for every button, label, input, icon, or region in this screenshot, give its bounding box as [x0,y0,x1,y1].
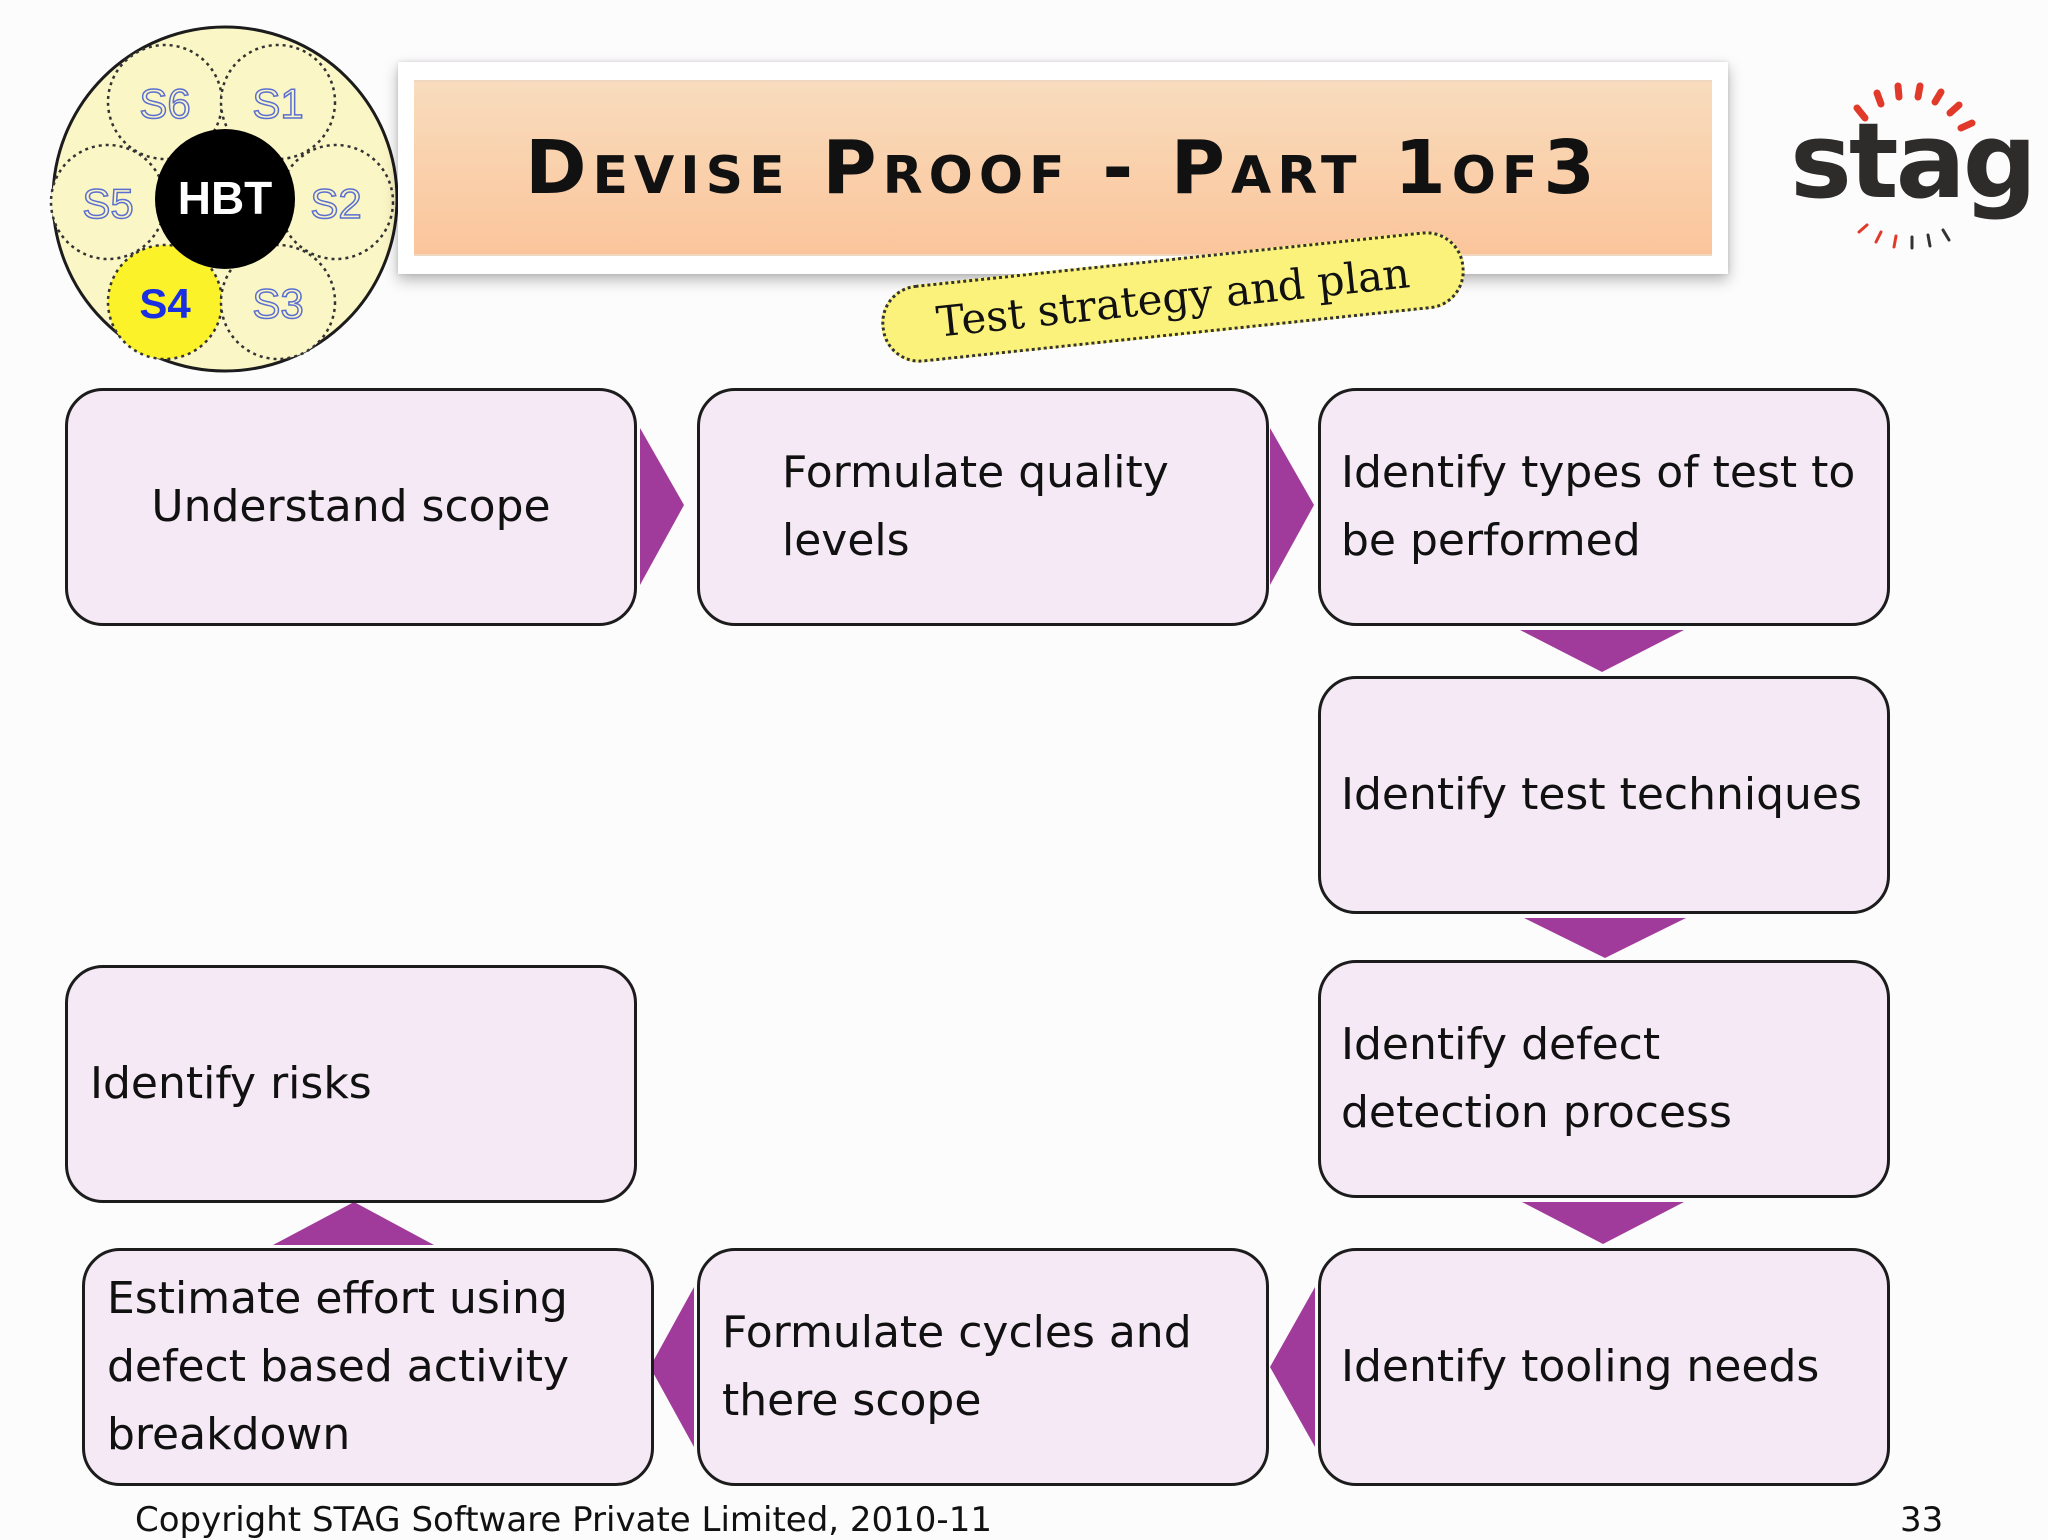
step-understand-scope: Understand scope [65,388,637,626]
step-identify-defect-detection: Identify defect detection process [1318,960,1890,1198]
stag-logo-ticks-icon [1853,82,1976,250]
step-label: Identify test techniques [1341,769,1862,820]
arrow-left-2 [650,1287,694,1447]
arrow-right-1 [640,428,684,585]
stage-s3-circle [219,243,337,361]
step-label: Identify defect detection process [1341,1019,1732,1138]
stage-label-s6: S6 [139,80,190,127]
step-identify-tooling-needs: Identify tooling needs [1318,1248,1890,1486]
page-title: Devise Proof - Part 1of3 [525,125,1601,211]
step-formulate-quality-levels: Formulate quality levels [697,388,1269,626]
arrow-down-1 [1520,630,1684,672]
title-banner: Devise Proof - Part 1of3 [414,80,1712,256]
arrow-down-3 [1522,1202,1684,1244]
stag-logo-text: stag [1790,100,2037,222]
stage-s1-circle [219,43,337,161]
page-number: 33 [1900,1500,1944,1540]
arrow-up-1 [273,1202,434,1245]
step-label: Estimate effort using defect based activ… [107,1273,569,1460]
stage-label-s1: S1 [252,80,303,127]
step-formulate-cycles: Formulate cycles and there scope [697,1248,1269,1486]
step-label: Formulate cycles and there scope [722,1307,1192,1426]
arrow-down-2 [1524,918,1686,958]
step-estimate-effort: Estimate effort using defect based activ… [82,1248,654,1486]
step-label: Identify tooling needs [1341,1341,1820,1392]
stage-label-s2: S2 [310,180,361,227]
arrow-left-1 [1270,1287,1315,1447]
step-label: Formulate quality levels [782,447,1169,566]
step-label: Understand scope [151,481,551,532]
arrow-right-2 [1270,428,1314,585]
copyright-footer: Copyright STAG Software Private Limited,… [135,1500,992,1540]
stage-label-s3: S3 [252,280,303,327]
hbt-stage-badge: HBT S6 S1 S5 S2 S4 S3 [49,25,399,373]
step-label: Identify risks [90,1058,372,1109]
step-identify-test-types: Identify types of test to be performed [1318,388,1890,626]
step-identify-risks: Identify risks [65,965,637,1203]
stage-label-s4-active: S4 [139,280,191,327]
hbt-center-circle [155,129,295,269]
hbt-center-label: HBT [178,172,273,224]
step-identify-test-techniques: Identify test techniques [1318,676,1890,914]
step-label: Identify types of test to be performed [1341,447,1856,566]
stage-s2-circle [277,143,395,261]
stage-label-s5: S5 [82,180,133,227]
